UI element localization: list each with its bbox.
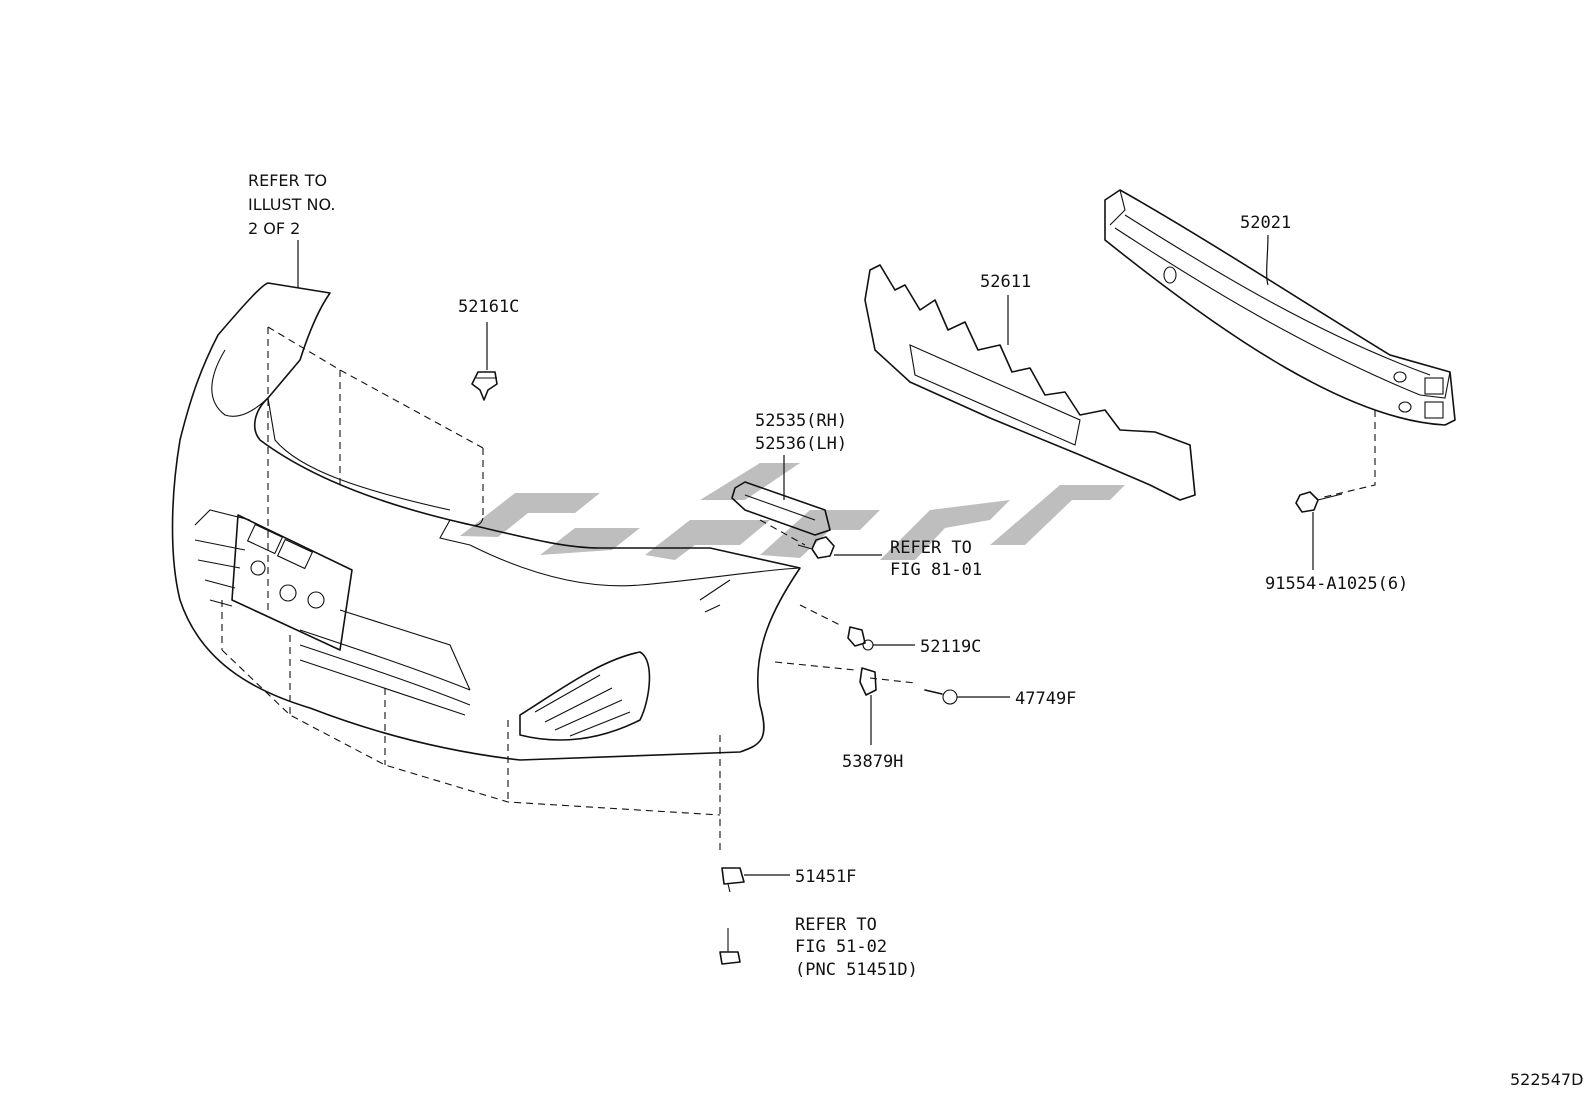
label-52119c: 52119C [920,637,981,657]
bolt-fig51 [719,928,741,965]
label-52611: 52611 [980,272,1031,292]
clip-51451f [721,867,745,893]
label-refer-fig51-3: (PNC 51451D) [795,960,918,980]
side-bracket [731,481,831,536]
label-91554: 91554-A1025(6) [1265,574,1408,594]
screw-47749f [924,689,958,705]
label-refer-fig51-1: REFER TO [795,915,877,935]
label-51451f: 51451F [795,867,856,887]
label-52535: 52535(RH) [755,411,847,431]
label-52536: 52536(LH) [755,434,847,454]
labels: REFER TO ILLUST NO. 2 OF 2 52161C 52611 … [248,171,1583,1089]
clip-52119c [847,626,874,651]
clip-52161c [471,371,498,401]
nut-53879h [859,667,877,696]
label-53879h: 53879H [842,752,903,772]
leader-lines [297,234,1314,876]
label-refer-illust-2: ILLUST NO. [248,195,335,214]
label-refer-illust-1: REFER TO [248,171,327,190]
label-47749f: 47749F [1015,689,1076,709]
label-refer-fig81-2: FIG 81-01 [890,560,982,580]
label-52161c: 52161C [458,297,519,317]
label-52021: 52021 [1240,213,1291,233]
bumper-cover [171,282,801,761]
diagram-id: 522547D [1510,1070,1583,1089]
label-refer-illust-3: 2 OF 2 [248,219,300,238]
bolt-fig81 [797,536,835,559]
bolt-91554 [1295,491,1343,513]
label-refer-fig81-1: REFER TO [890,538,972,558]
bumper-assembly-lines [221,326,916,855]
watermark-logo [460,463,1125,560]
label-refer-fig51-2: FIG 51-02 [795,937,887,957]
bumper-reinforcement [1104,189,1456,499]
energy-absorber [864,264,1196,501]
